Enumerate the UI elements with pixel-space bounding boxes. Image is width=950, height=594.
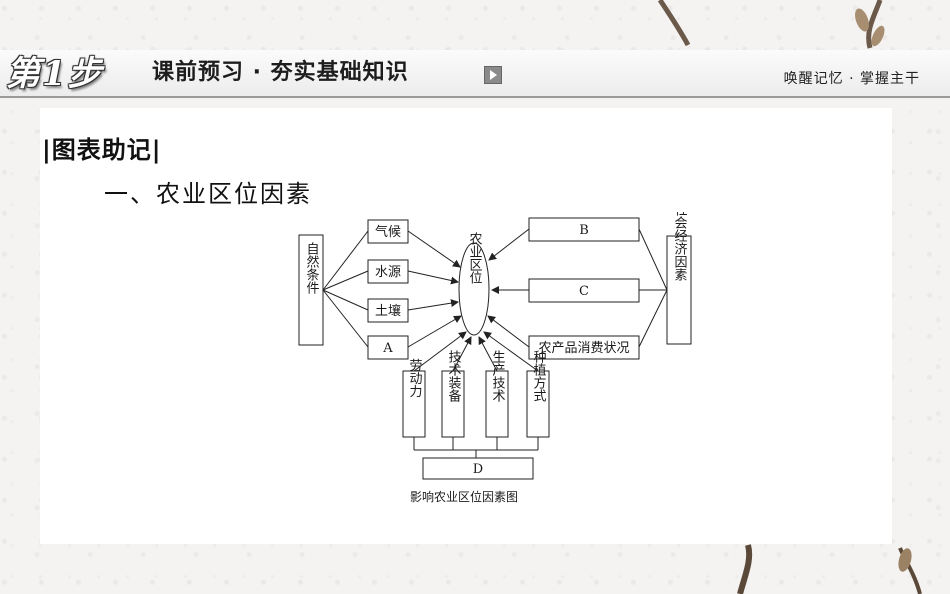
bottom-factor-3: 生产技术 (490, 350, 506, 402)
bottom-factor-2: 技术装备 (446, 350, 462, 403)
natural-factor-1: 气候 (375, 224, 401, 240)
natural-factor-3: 土壤 (375, 303, 401, 319)
social-factor-box (528, 335, 640, 360)
diagram-caption: 影响农业区位因素图 (410, 490, 519, 504)
natural-factor-2: 水源 (375, 265, 401, 280)
section-label: |图表助记| (42, 136, 162, 164)
header-bar: 第1步 课前预习 · 夯实基础知识 唤醒记忆 · 掌握主干 (0, 50, 950, 98)
bottom-group-label: D (473, 462, 483, 477)
natural-group-label: 自然条件 (304, 242, 320, 294)
social-factor-3: 农产品消费状况 (538, 341, 629, 356)
social-group-box (666, 235, 692, 345)
center-node (458, 242, 490, 336)
bottom-factor-4: 种植方式 (531, 350, 547, 402)
social-factor-1: B (579, 223, 589, 238)
sub-heading: 一、农业区位因素 (104, 180, 312, 208)
bottom-factor-1: 劳动力 (407, 358, 423, 399)
agri-location-diagram: 自然条件 气候 水源 土壤 A 农业区位 B C 农产品消费状况 社会经济因素 … (298, 212, 692, 480)
step-badge: 第1步 (6, 54, 104, 94)
header-title: 课前预习 · 夯实基础知识 (152, 60, 409, 85)
header-subtitle: 唤醒记忆 · 掌握主干 (783, 71, 920, 87)
play-icon[interactable] (484, 66, 502, 84)
natural-factor-4: A (382, 341, 393, 356)
natural-factor-box (367, 335, 409, 360)
social-group-label: 社会经济因素 (672, 212, 688, 281)
bottom-group-box (422, 457, 534, 480)
natural-factor-box (367, 298, 409, 323)
social-factor-2: C (579, 284, 589, 299)
center-label: 农业区位 (467, 232, 483, 284)
natural-group-box (298, 234, 324, 346)
